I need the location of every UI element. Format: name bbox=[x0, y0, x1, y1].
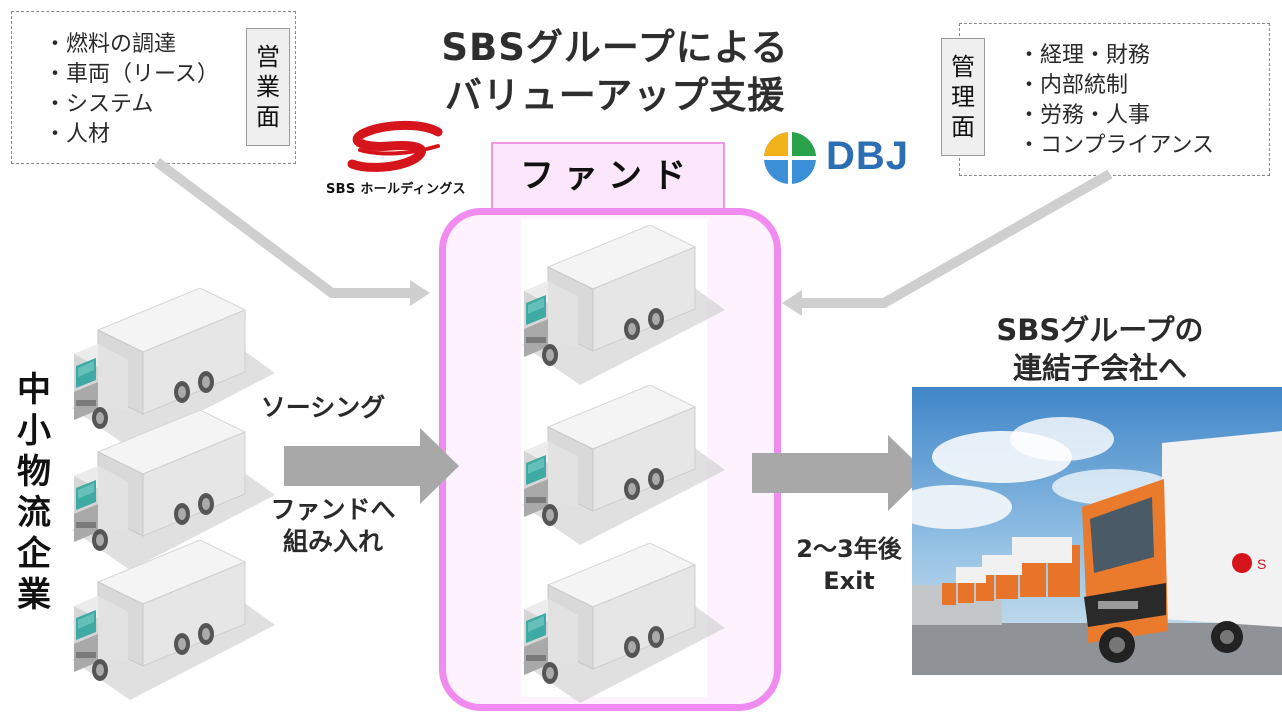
title-line-2: バリューアップ支援 bbox=[444, 74, 786, 117]
tag-char: 業 bbox=[256, 73, 280, 101]
sbs-fleet-photo: S bbox=[912, 387, 1282, 675]
label-char: 企 bbox=[17, 534, 51, 574]
fund-container bbox=[439, 208, 781, 711]
sbs-holdings-logo: SBS ホールディングス bbox=[320, 120, 480, 200]
tag-char: 面 bbox=[256, 103, 280, 131]
truck-icon bbox=[521, 543, 726, 704]
sales-tag: 営 業 面 bbox=[246, 28, 290, 146]
label-char: 業 bbox=[17, 575, 51, 615]
title-line-1: SBSグループによる bbox=[441, 26, 789, 69]
dbj-globe-icon bbox=[764, 132, 816, 184]
label-char: 流 bbox=[17, 493, 51, 533]
destination-label: SBSグループの 連結子会社へ bbox=[940, 311, 1260, 387]
list-item: 車両（リース） bbox=[44, 60, 219, 90]
diagram-title: SBSグループによる バリューアップ支援 bbox=[405, 24, 825, 120]
list-item: 内部統制 bbox=[1018, 71, 1214, 101]
destination-line-1: SBSグループの bbox=[996, 313, 1204, 347]
exit-timing-label: 2〜3年後 Exit bbox=[774, 533, 924, 597]
sbs-logo-caption: SBS ホールディングス bbox=[326, 182, 466, 197]
sourcing-label: ソーシング bbox=[260, 393, 386, 422]
fund-label: ファンド bbox=[491, 142, 725, 210]
svg-text:S: S bbox=[1257, 556, 1266, 572]
sales-connector-arrowhead bbox=[410, 280, 430, 306]
list-item: コンプライアンス bbox=[1018, 131, 1214, 161]
list-item: システム bbox=[44, 90, 219, 120]
sales-connector-line bbox=[154, 157, 412, 298]
dbj-logo: DBJ bbox=[762, 130, 912, 190]
tag-char: 理 bbox=[951, 83, 975, 111]
label-char: 物 bbox=[17, 452, 51, 492]
exit-timing-line-2: Exit bbox=[823, 567, 875, 595]
list-item: 人材 bbox=[44, 120, 219, 150]
exit-timing-line-1: 2〜3年後 bbox=[796, 535, 902, 563]
list-item: 経理・財務 bbox=[1018, 41, 1214, 71]
small-logistics-companies-label: 中 小 物 流 企 業 bbox=[14, 370, 54, 616]
truck-icon bbox=[521, 385, 726, 546]
fund-inclusion-label: ファンドへ 組み入れ bbox=[248, 494, 418, 558]
tag-char: 面 bbox=[951, 113, 975, 141]
exit-arrow bbox=[752, 435, 927, 511]
fund-inclusion-line-2: 組み入れ bbox=[282, 527, 383, 556]
truck-icon bbox=[71, 540, 276, 701]
destination-line-2: 連結子会社へ bbox=[1012, 351, 1187, 385]
management-connector-line bbox=[800, 169, 1113, 308]
label-char: 小 bbox=[17, 411, 51, 451]
truck-icon bbox=[521, 225, 726, 386]
sales-support-panel: 燃料の調達 車両（リース） システム 人材 営 業 面 bbox=[11, 11, 296, 164]
dbj-logo-text: DBJ bbox=[826, 134, 910, 178]
management-support-list: 経理・財務 内部統制 労務・人事 コンプライアンス bbox=[1018, 41, 1214, 161]
tag-char: 営 bbox=[256, 43, 280, 71]
sales-support-list: 燃料の調達 車両（リース） システム 人材 bbox=[44, 30, 219, 150]
list-item: 労務・人事 bbox=[1018, 101, 1214, 131]
list-item: 燃料の調達 bbox=[44, 30, 219, 60]
sbs-mark-icon bbox=[347, 121, 443, 172]
management-tag: 管 理 面 bbox=[941, 38, 985, 156]
management-connector-arrowhead bbox=[782, 290, 802, 316]
tag-char: 管 bbox=[951, 53, 975, 81]
sourcing-arrow bbox=[284, 428, 459, 504]
management-support-panel: 管 理 面 経理・財務 内部統制 労務・人事 コンプライアンス bbox=[941, 23, 1270, 176]
label-char: 中 bbox=[17, 370, 51, 410]
fund-inclusion-line-1: ファンドへ bbox=[270, 495, 396, 524]
